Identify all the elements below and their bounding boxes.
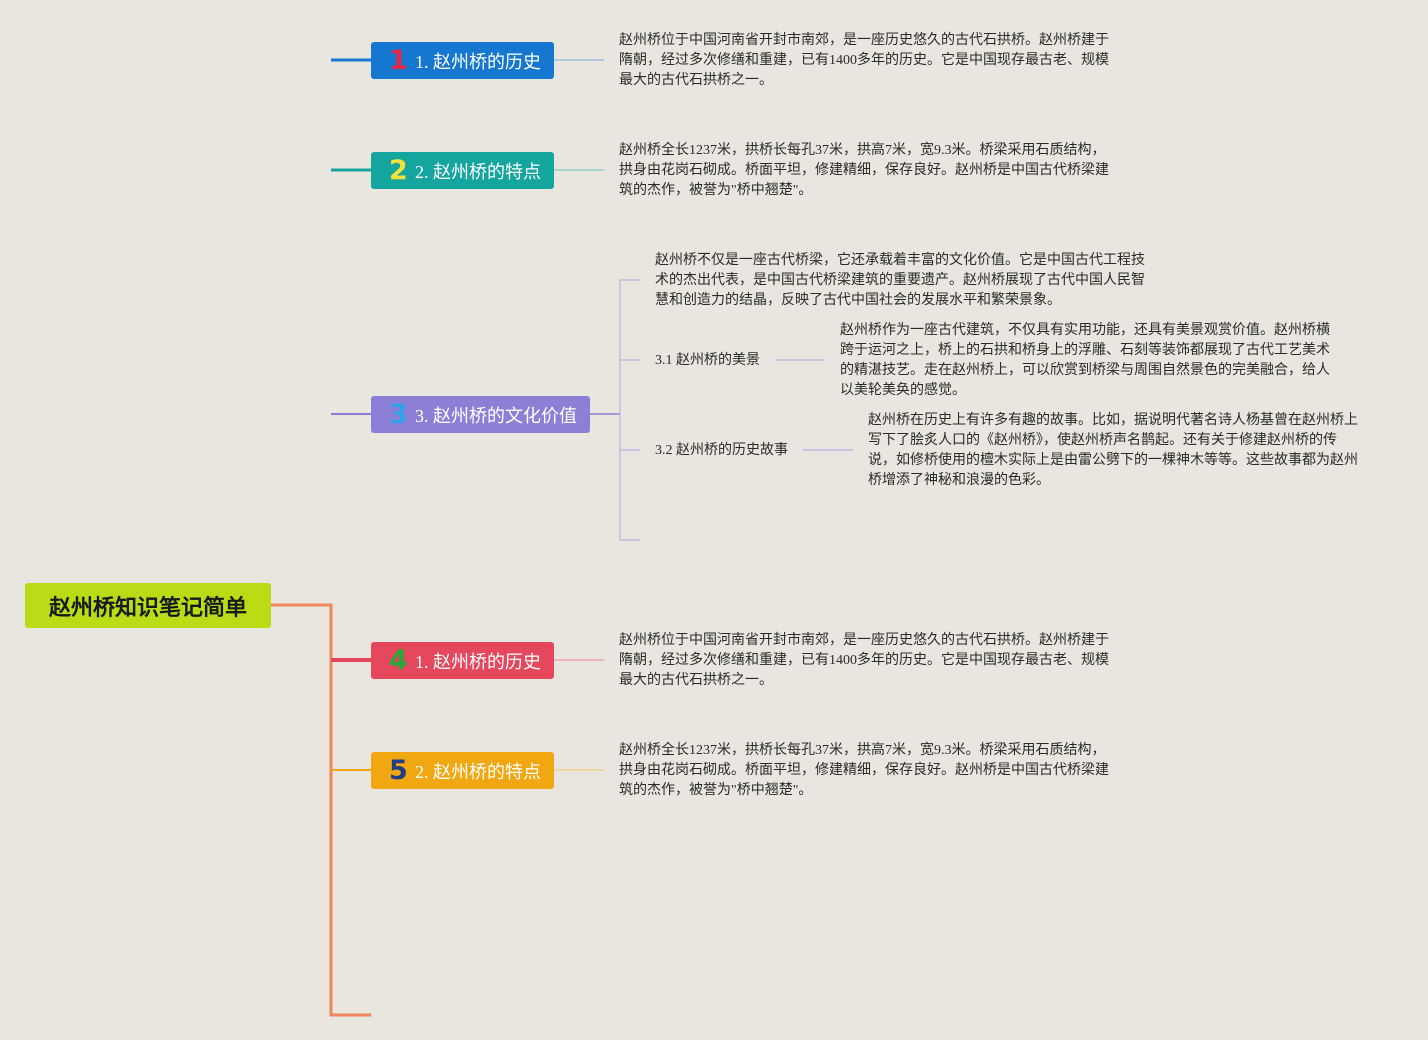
branch-4-node[interactable]: 4 1. 赵州桥的历史 [371,642,554,679]
branch-5-label: 2. 赵州桥的特点 [415,761,541,782]
branch-1-label: 1. 赵州桥的历史 [415,51,541,72]
branch-5-number: 5 [389,755,408,786]
branch-2-description: 赵州桥全长1237米，拱桥长每孔37米，拱高7米，宽9.3米。桥梁采用石质结构，… [619,143,1109,198]
branch-3-node[interactable]: 3 3. 赵州桥的文化价值 [371,396,590,433]
sub-topic-3-1-description: 赵州桥作为一座古代建筑，不仅具有实用功能，还具有美景观赏价值。赵州桥横跨于运河之… [840,323,1330,398]
lower-trunk [271,603,371,1017]
branch-1-number: 1 [389,45,408,76]
branch-4-number: 4 [389,645,408,676]
branch-5-description: 赵州桥全长1237米，拱桥长每孔37米，拱高7米，宽9.3米。桥梁采用石质结构，… [619,743,1109,798]
branch-3-label: 3. 赵州桥的文化价值 [415,405,577,426]
sub-topic-3-2-description: 赵州桥在历史上有许多有趣的故事。比如，据说明代著名诗人杨基曾在赵州桥上写下了脍炙… [868,413,1358,488]
root-topic[interactable]: 赵州桥知识笔记简单 [25,583,271,628]
branch-2-number: 2 [389,155,408,186]
branch-5-node[interactable]: 5 2. 赵州桥的特点 [371,752,554,789]
branch-3-description: 赵州桥不仅是一座古代桥梁，它还承载着丰富的文化价值。它是中国古代工程技术的杰出代… [655,253,1145,308]
branch-2-node[interactable]: 2 2. 赵州桥的特点 [371,152,554,189]
branch-2-label: 2. 赵州桥的特点 [415,161,541,182]
branch-4-label: 1. 赵州桥的历史 [415,651,541,672]
sub-topic-3-1[interactable]: 3.1 赵州桥的美景 [655,353,760,368]
branch-1-description: 赵州桥位于中国河南省开封市南郊，是一座历史悠久的古代石拱桥。赵州桥建于隋朝，经过… [619,33,1109,88]
branch-4-description: 赵州桥位于中国河南省开封市南郊，是一座历史悠久的古代石拱桥。赵州桥建于隋朝，经过… [619,633,1109,688]
branch-3-bracket [619,279,640,541]
branch-1-node[interactable]: 1 1. 赵州桥的历史 [371,42,554,79]
sub-topic-3-2[interactable]: 3.2 赵州桥的历史故事 [655,443,788,458]
branch-3-number: 3 [389,399,408,430]
